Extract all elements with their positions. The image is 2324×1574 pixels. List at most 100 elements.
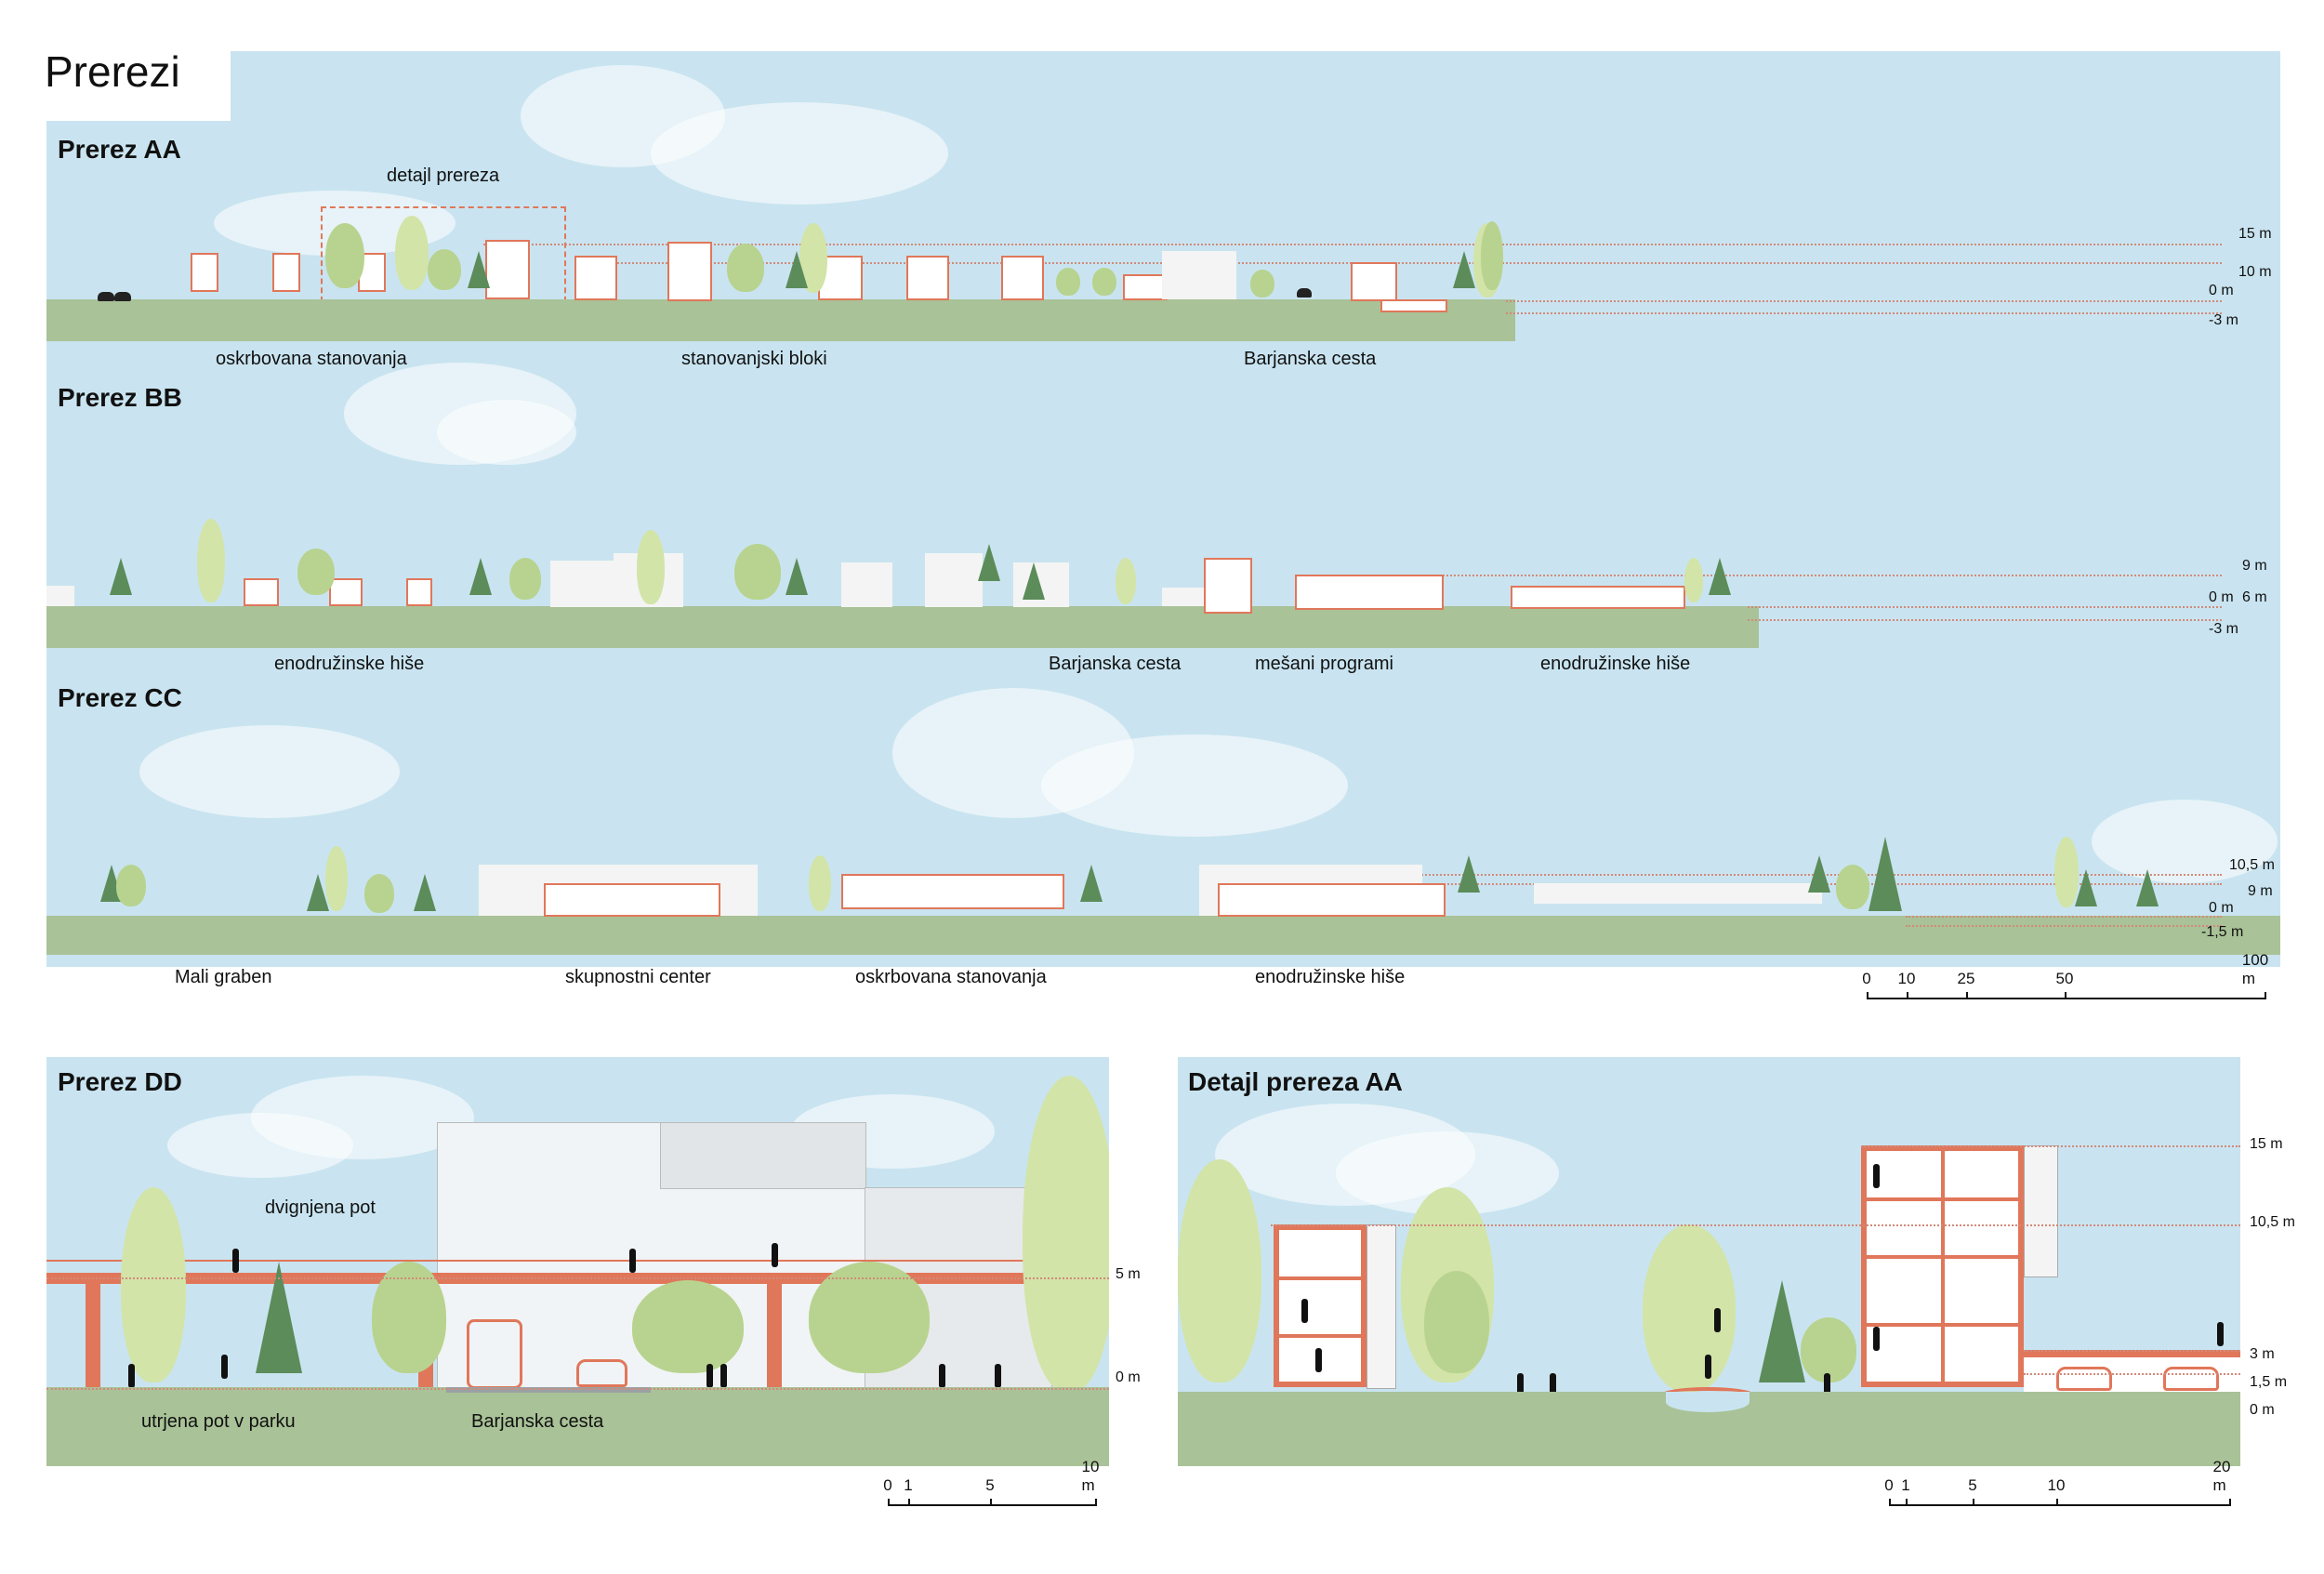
section-dd-label: dvignjena pot bbox=[265, 1197, 376, 1218]
level-label: 0 m bbox=[1116, 1369, 1141, 1385]
scale-tick-label: 100 m bbox=[2241, 951, 2269, 987]
section-cc-title: Prerez CC bbox=[58, 683, 182, 712]
stream bbox=[1666, 1392, 1750, 1412]
scale-tick-label: 5 bbox=[985, 1476, 995, 1494]
tree bbox=[395, 216, 429, 290]
level-label: 0 m bbox=[2209, 283, 2234, 298]
section-bb-label: enodružinske hiše bbox=[1540, 654, 1691, 674]
section-bb-label: mešani programi bbox=[1255, 654, 1393, 674]
section-bb-label: enodružinske hiše bbox=[274, 654, 425, 674]
cloud-decoration bbox=[1041, 734, 1348, 837]
person bbox=[939, 1364, 945, 1388]
tree bbox=[1801, 1317, 1856, 1382]
detail-aa-title: Detajl prereza AA bbox=[1188, 1067, 1403, 1096]
building bbox=[406, 578, 432, 606]
building bbox=[1123, 274, 1168, 300]
tree bbox=[121, 1187, 186, 1382]
tree bbox=[2054, 837, 2079, 907]
cloud-decoration bbox=[139, 725, 400, 818]
level-line bbox=[1506, 300, 2222, 302]
level-line bbox=[1432, 575, 2222, 576]
person bbox=[1714, 1308, 1721, 1332]
level-line bbox=[1199, 874, 2222, 876]
person bbox=[128, 1364, 135, 1388]
level-line bbox=[46, 1277, 1109, 1279]
level-label: 10,5 m bbox=[2250, 1214, 2295, 1230]
conifer-tree bbox=[1453, 251, 1475, 288]
building-white bbox=[2024, 1145, 2058, 1277]
tree bbox=[1684, 558, 1703, 602]
scale-bar-dd: 0 1 5 10 m bbox=[883, 1458, 1099, 1506]
building bbox=[191, 253, 218, 292]
person bbox=[1873, 1327, 1880, 1351]
section-dd-label: utrjena pot v parku bbox=[141, 1411, 296, 1432]
scale-tick-label: 0 bbox=[883, 1476, 892, 1494]
person bbox=[720, 1364, 727, 1388]
cloud-decoration bbox=[2092, 800, 2278, 883]
level-label: 0 m bbox=[2250, 1402, 2275, 1418]
level-label: 0 m bbox=[2209, 589, 2234, 605]
section-cc-label: enodružinske hiše bbox=[1255, 967, 1406, 987]
elevated-path-railing bbox=[46, 1260, 1109, 1262]
conifer-tree bbox=[414, 874, 436, 911]
building bbox=[1511, 586, 1685, 609]
section-aa-label: Barjanska cesta bbox=[1244, 349, 1377, 369]
level-label: 15 m bbox=[2250, 1136, 2283, 1152]
level-line bbox=[1271, 1224, 2240, 1226]
conifer-tree bbox=[786, 558, 808, 595]
building bbox=[485, 240, 530, 299]
garage bbox=[2024, 1350, 2240, 1392]
conifer-tree bbox=[468, 251, 490, 288]
building bbox=[1218, 883, 1446, 917]
conifer-tree bbox=[469, 558, 492, 595]
conifer-tree bbox=[1458, 855, 1480, 893]
car bbox=[98, 292, 114, 301]
section-aa-label: oskrbovana stanovanja bbox=[216, 349, 407, 369]
person bbox=[772, 1243, 778, 1267]
tree bbox=[1424, 1271, 1489, 1373]
building bbox=[272, 253, 300, 292]
scale-tick-label: 1 bbox=[904, 1476, 913, 1494]
level-label: 0 m bbox=[2209, 900, 2234, 916]
level-label: 3 m bbox=[2250, 1346, 2275, 1362]
section-dd-ground bbox=[46, 1387, 1109, 1466]
level-label: 15 m bbox=[2238, 226, 2272, 242]
person bbox=[1550, 1373, 1556, 1397]
cloud-decoration bbox=[437, 400, 576, 465]
section-cc-ground bbox=[46, 916, 2280, 955]
conifer-tree bbox=[110, 558, 132, 595]
section-cc-label: Mali graben bbox=[175, 967, 272, 987]
building-white bbox=[925, 553, 983, 607]
level-line bbox=[2024, 1373, 2240, 1375]
scale-tick-label: 10 m bbox=[1081, 1458, 1100, 1494]
building bbox=[1001, 256, 1044, 300]
scale-tick-label: 1 bbox=[1901, 1476, 1910, 1494]
person bbox=[706, 1364, 713, 1388]
tree bbox=[1178, 1159, 1261, 1382]
level-label: 6 m bbox=[2242, 589, 2267, 605]
level-label: 9 m bbox=[2248, 883, 2273, 899]
tree bbox=[1481, 221, 1503, 290]
building bbox=[244, 578, 279, 606]
building-white bbox=[1367, 1224, 1396, 1389]
tree bbox=[1116, 558, 1136, 604]
level-label: -3 m bbox=[2209, 621, 2238, 637]
conifer-tree bbox=[1868, 837, 1902, 911]
level-label: -1,5 m bbox=[2201, 924, 2244, 940]
tree bbox=[1056, 268, 1080, 296]
tree bbox=[1250, 270, 1274, 298]
building bbox=[544, 883, 720, 917]
person bbox=[1301, 1299, 1308, 1323]
scale-tick-label: 0 bbox=[1884, 1476, 1894, 1494]
building bbox=[841, 874, 1064, 909]
person bbox=[2217, 1322, 2224, 1346]
person bbox=[995, 1364, 1001, 1388]
scale-tick-label: 10 bbox=[1897, 970, 1916, 987]
section-aa-title: Prerez AA bbox=[58, 135, 181, 164]
tree bbox=[809, 855, 831, 911]
tree bbox=[297, 549, 335, 595]
cloud-decoration bbox=[167, 1113, 353, 1178]
tree bbox=[1836, 865, 1869, 909]
conifer-tree bbox=[978, 544, 1000, 581]
conifer-tree bbox=[1759, 1280, 1805, 1382]
